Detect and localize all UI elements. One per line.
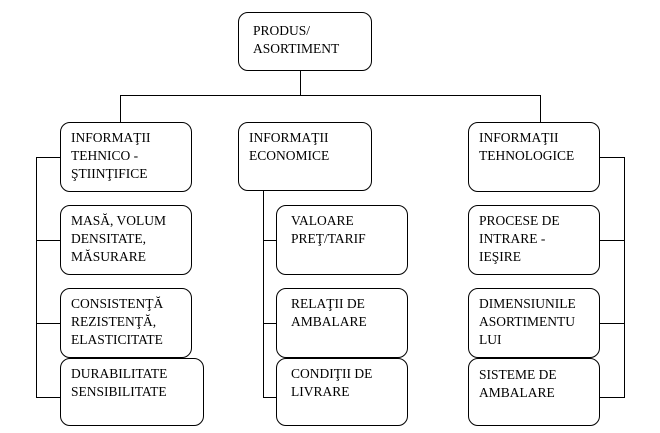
item-node: DIMENSIUNILE ASORTIMENTU LUI: [468, 288, 600, 358]
connector-line: [36, 240, 61, 242]
connector-line: [540, 95, 542, 122]
item-node: VALOARE PREŢ/TARIF: [276, 205, 408, 275]
connector-line: [600, 157, 625, 159]
connector-line: [263, 397, 277, 399]
header-node-tehnologice: INFORMAŢII TEHNOLOGICE: [468, 122, 600, 192]
connector-line: [36, 157, 61, 159]
connector-line: [300, 70, 302, 95]
connector-line: [600, 240, 625, 242]
item-node: RELAŢII DE AMBALARE: [276, 288, 408, 358]
header-node-tehnico-stiintifice: INFORMAŢII TEHNICO - ŞTIINŢIFICE: [60, 122, 192, 192]
item-node: DURABILITATE SENSIBILITATE: [60, 358, 204, 426]
item-node: MASĂ, VOLUM DENSITATE, MĂSURARE: [60, 205, 192, 275]
item-node: CONDIŢII DE LIVRARE: [276, 358, 408, 426]
header-node-economice: INFORMAŢII ECONOMICE: [238, 122, 372, 191]
item-node: SISTEME DE AMBALARE: [468, 358, 600, 426]
connector-line: [600, 397, 625, 399]
connector-line: [600, 323, 625, 325]
connector-line: [263, 190, 265, 398]
root-node: PRODUS/ ASORTIMENT: [238, 12, 372, 71]
connector-line: [36, 157, 38, 398]
connector-line: [36, 397, 61, 399]
connector-line: [120, 95, 122, 122]
item-node: CONSISTENŢĂ REZISTENŢĂ, ELASTICITATE: [60, 288, 192, 358]
connector-line: [263, 240, 277, 242]
item-node: PROCESE DE INTRARE - IEŞIRE: [468, 205, 600, 275]
connector-line: [36, 323, 61, 325]
connector-line: [624, 157, 626, 398]
connector-line: [263, 323, 277, 325]
connector-line: [120, 95, 540, 97]
